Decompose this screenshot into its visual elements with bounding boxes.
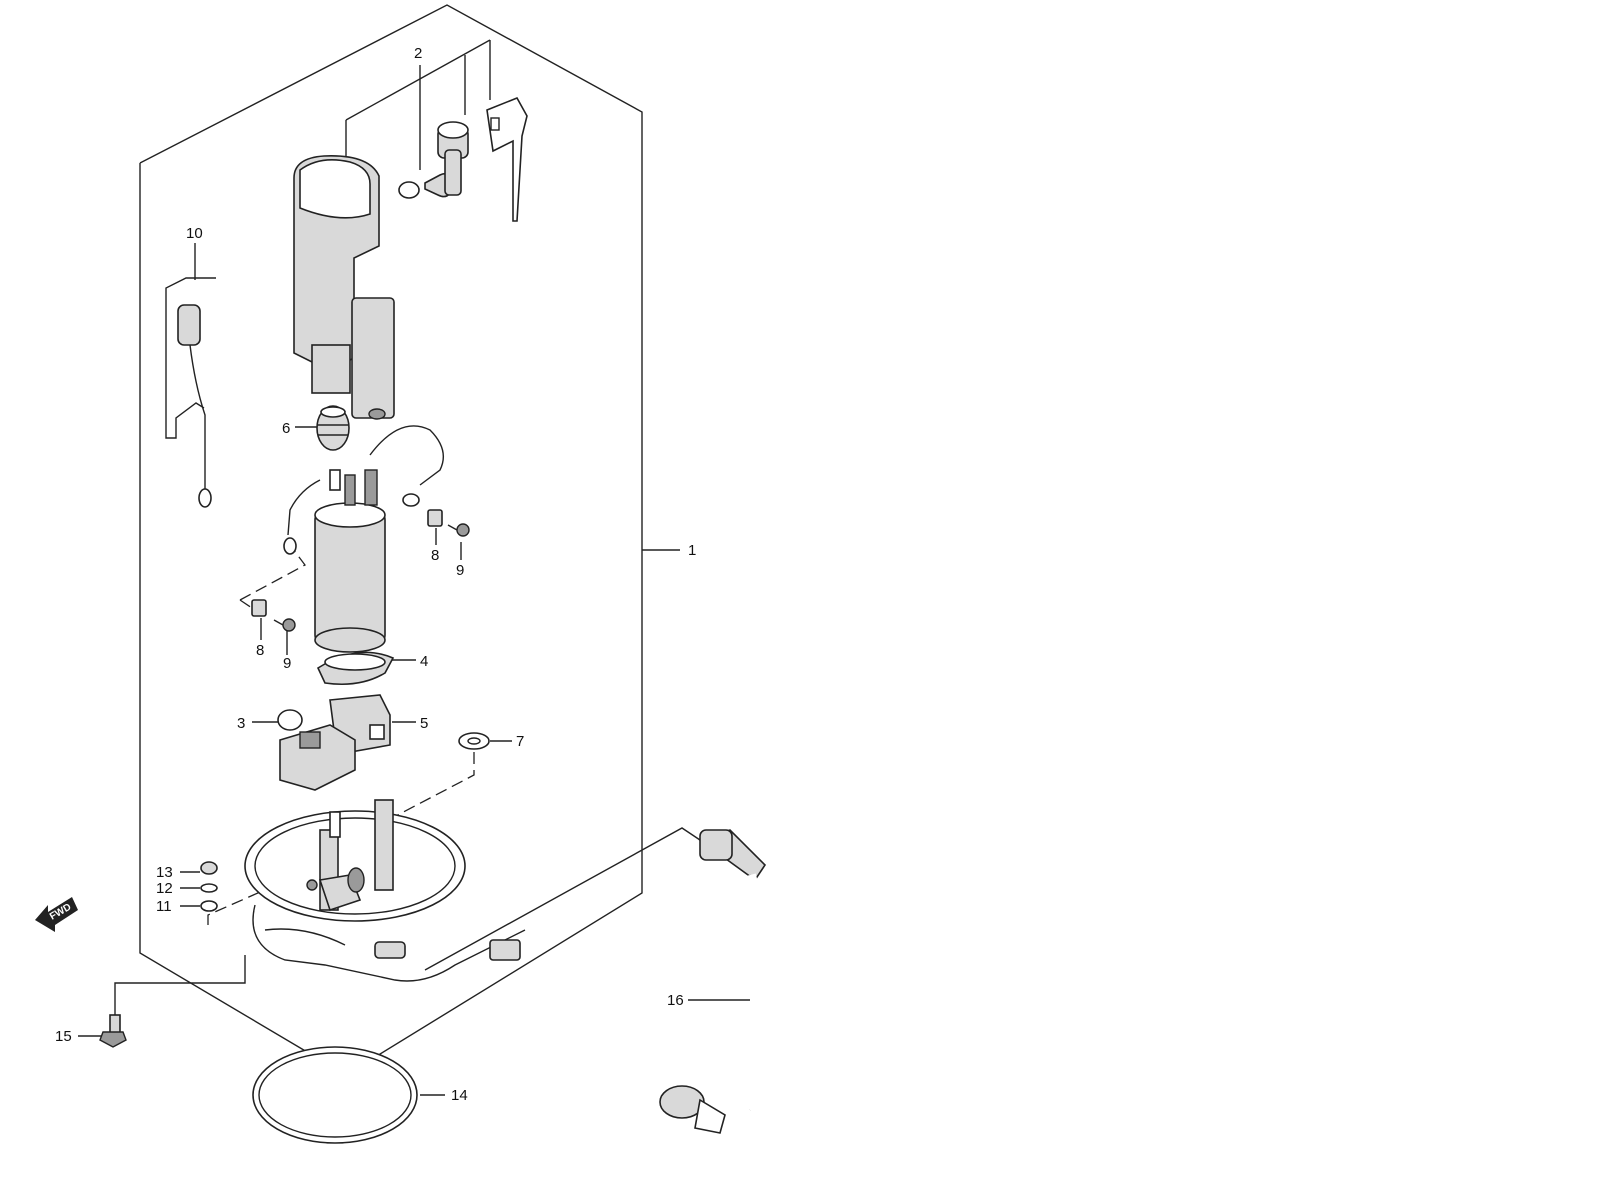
callout-13: 13: [156, 864, 173, 881]
callout-8-left: 8: [256, 642, 264, 659]
nut-washer-items: [200, 861, 218, 912]
callout-10: 10: [186, 225, 203, 242]
forward-direction-indicator: FWD: [35, 897, 78, 932]
o-ring-gasket-part: [252, 1046, 418, 1144]
callout-15: 15: [55, 1028, 72, 1045]
washer-7-part: [458, 732, 490, 750]
fuel-level-sensor-wire-part: [165, 277, 216, 508]
callout-7: 7: [516, 733, 524, 750]
terminal-and-screw-right: [427, 509, 470, 537]
leader-lines: [78, 39, 755, 1096]
callout-9-left: 9: [283, 655, 291, 672]
callout-4: 4: [420, 653, 428, 670]
callout-12: 12: [156, 880, 173, 897]
callout-9-right: 9: [456, 562, 464, 579]
callout-5: 5: [420, 715, 428, 732]
flange-bolt-part: [99, 1014, 127, 1048]
fuel-hose-part: [659, 829, 791, 1134]
callout-6: 6: [282, 420, 290, 437]
pressure-regulator-part: [398, 96, 528, 222]
assembly-boundary: [139, 4, 643, 1076]
callout-1: 1: [688, 542, 696, 559]
callout-3: 3: [237, 715, 245, 732]
pump-cushion-part: [316, 651, 395, 686]
fuel-pump-motor-part: [283, 425, 444, 653]
callout-8-right: 8: [431, 547, 439, 564]
callout-11: 11: [156, 898, 172, 915]
pump-flange-plate-part: [244, 799, 466, 922]
fuel-strainer-part: [277, 709, 356, 791]
callout-16: 16: [667, 992, 684, 1009]
callout-14: 14: [451, 1087, 468, 1104]
fuel-filter-housing-part: [293, 155, 395, 420]
callout-2: 2: [414, 45, 422, 62]
pump-wiring-harness-part: [252, 904, 526, 982]
terminal-and-screw-left: [251, 599, 296, 632]
callout-labels: 1 2 3 4 5 6 7 8 8 9 9 10 11 12 13 14 15 …: [55, 45, 696, 1104]
fuel-pump-grommet-part: [316, 405, 350, 451]
